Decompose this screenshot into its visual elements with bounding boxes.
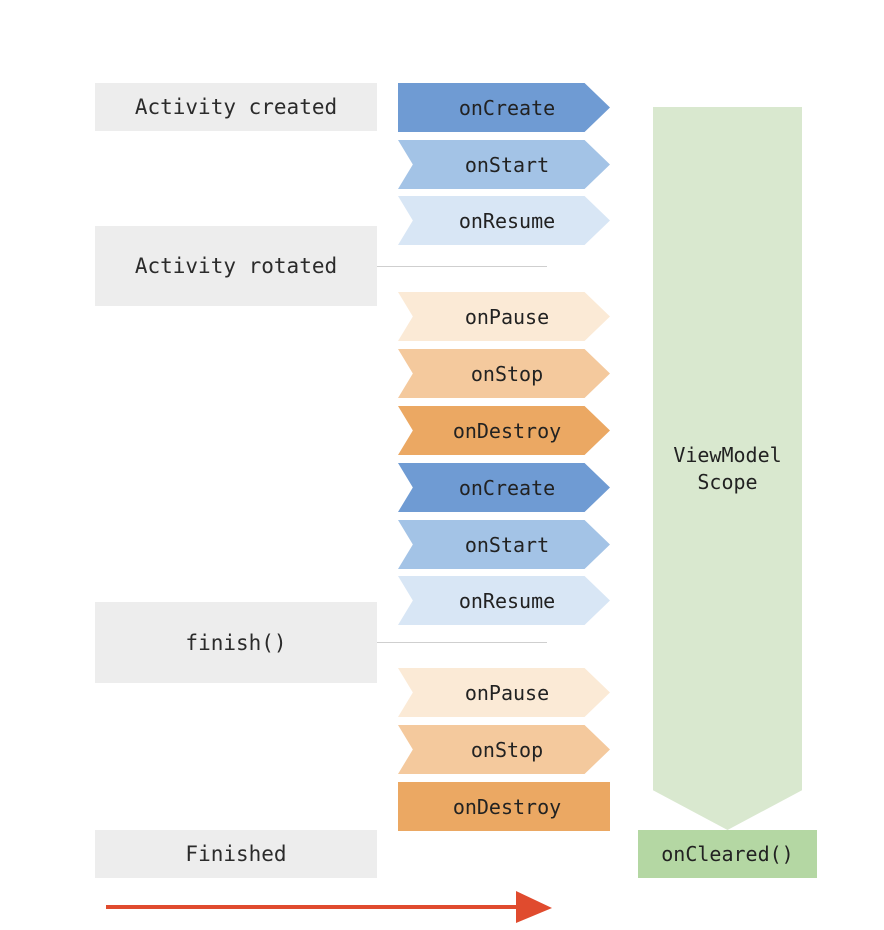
state-label: Finished [185,842,287,866]
step-label: onPause [464,304,550,329]
state-label: finish() [185,630,287,655]
step-label: onResume [458,588,556,613]
state-finish-call: finish() [95,602,377,683]
scope-label: ViewModel Scope [673,442,781,496]
viewmodel-scope-arrow: ViewModel Scope [653,107,802,830]
state-activity-rotated: Activity rotated [95,226,377,306]
step-label: onCreate [458,95,556,120]
state-finished: Finished [95,830,377,878]
lifecycle-step-onpause: onPause [398,668,610,717]
step-label: onResume [458,208,556,233]
rotated-connector-line [377,266,547,267]
step-label: onPause [464,680,550,705]
step-label: onStart [464,532,550,557]
step-label: onStart [464,152,550,177]
lifecycle-step-oncreate: onCreate [398,83,610,132]
state-activity-created: Activity created [95,83,377,131]
finish-connector-line [377,642,547,643]
lifecycle-step-oncreate: onCreate [398,463,610,512]
lifecycle-step-onstart: onStart [398,140,610,189]
step-label: onCreate [458,475,556,500]
scope-label-line2: Scope [697,469,758,494]
step-label: onDestroy [452,418,562,443]
lifecycle-step-ondestroy: onDestroy [398,782,610,831]
state-label: Activity rotated [134,254,338,278]
scope-label-line1: ViewModel [673,442,782,467]
lifecycle-step-onstop: onStop [398,725,610,774]
step-label: onStop [470,361,544,386]
lifecycle-step-onstop: onStop [398,349,610,398]
oncleared-label: onCleared() [661,842,794,866]
lifecycle-step-ondestroy: onDestroy [398,406,610,455]
lifecycle-step-onresume: onResume [398,196,610,245]
lifecycle-step-onstart: onStart [398,520,610,569]
step-label: onDestroy [452,794,562,819]
timeline-arrow-icon [106,891,552,923]
state-label: Activity created [134,95,338,119]
lifecycle-step-onpause: onPause [398,292,610,341]
lifecycle-step-onresume: onResume [398,576,610,625]
oncleared-box: onCleared() [638,830,817,878]
step-label: onStop [470,737,544,762]
